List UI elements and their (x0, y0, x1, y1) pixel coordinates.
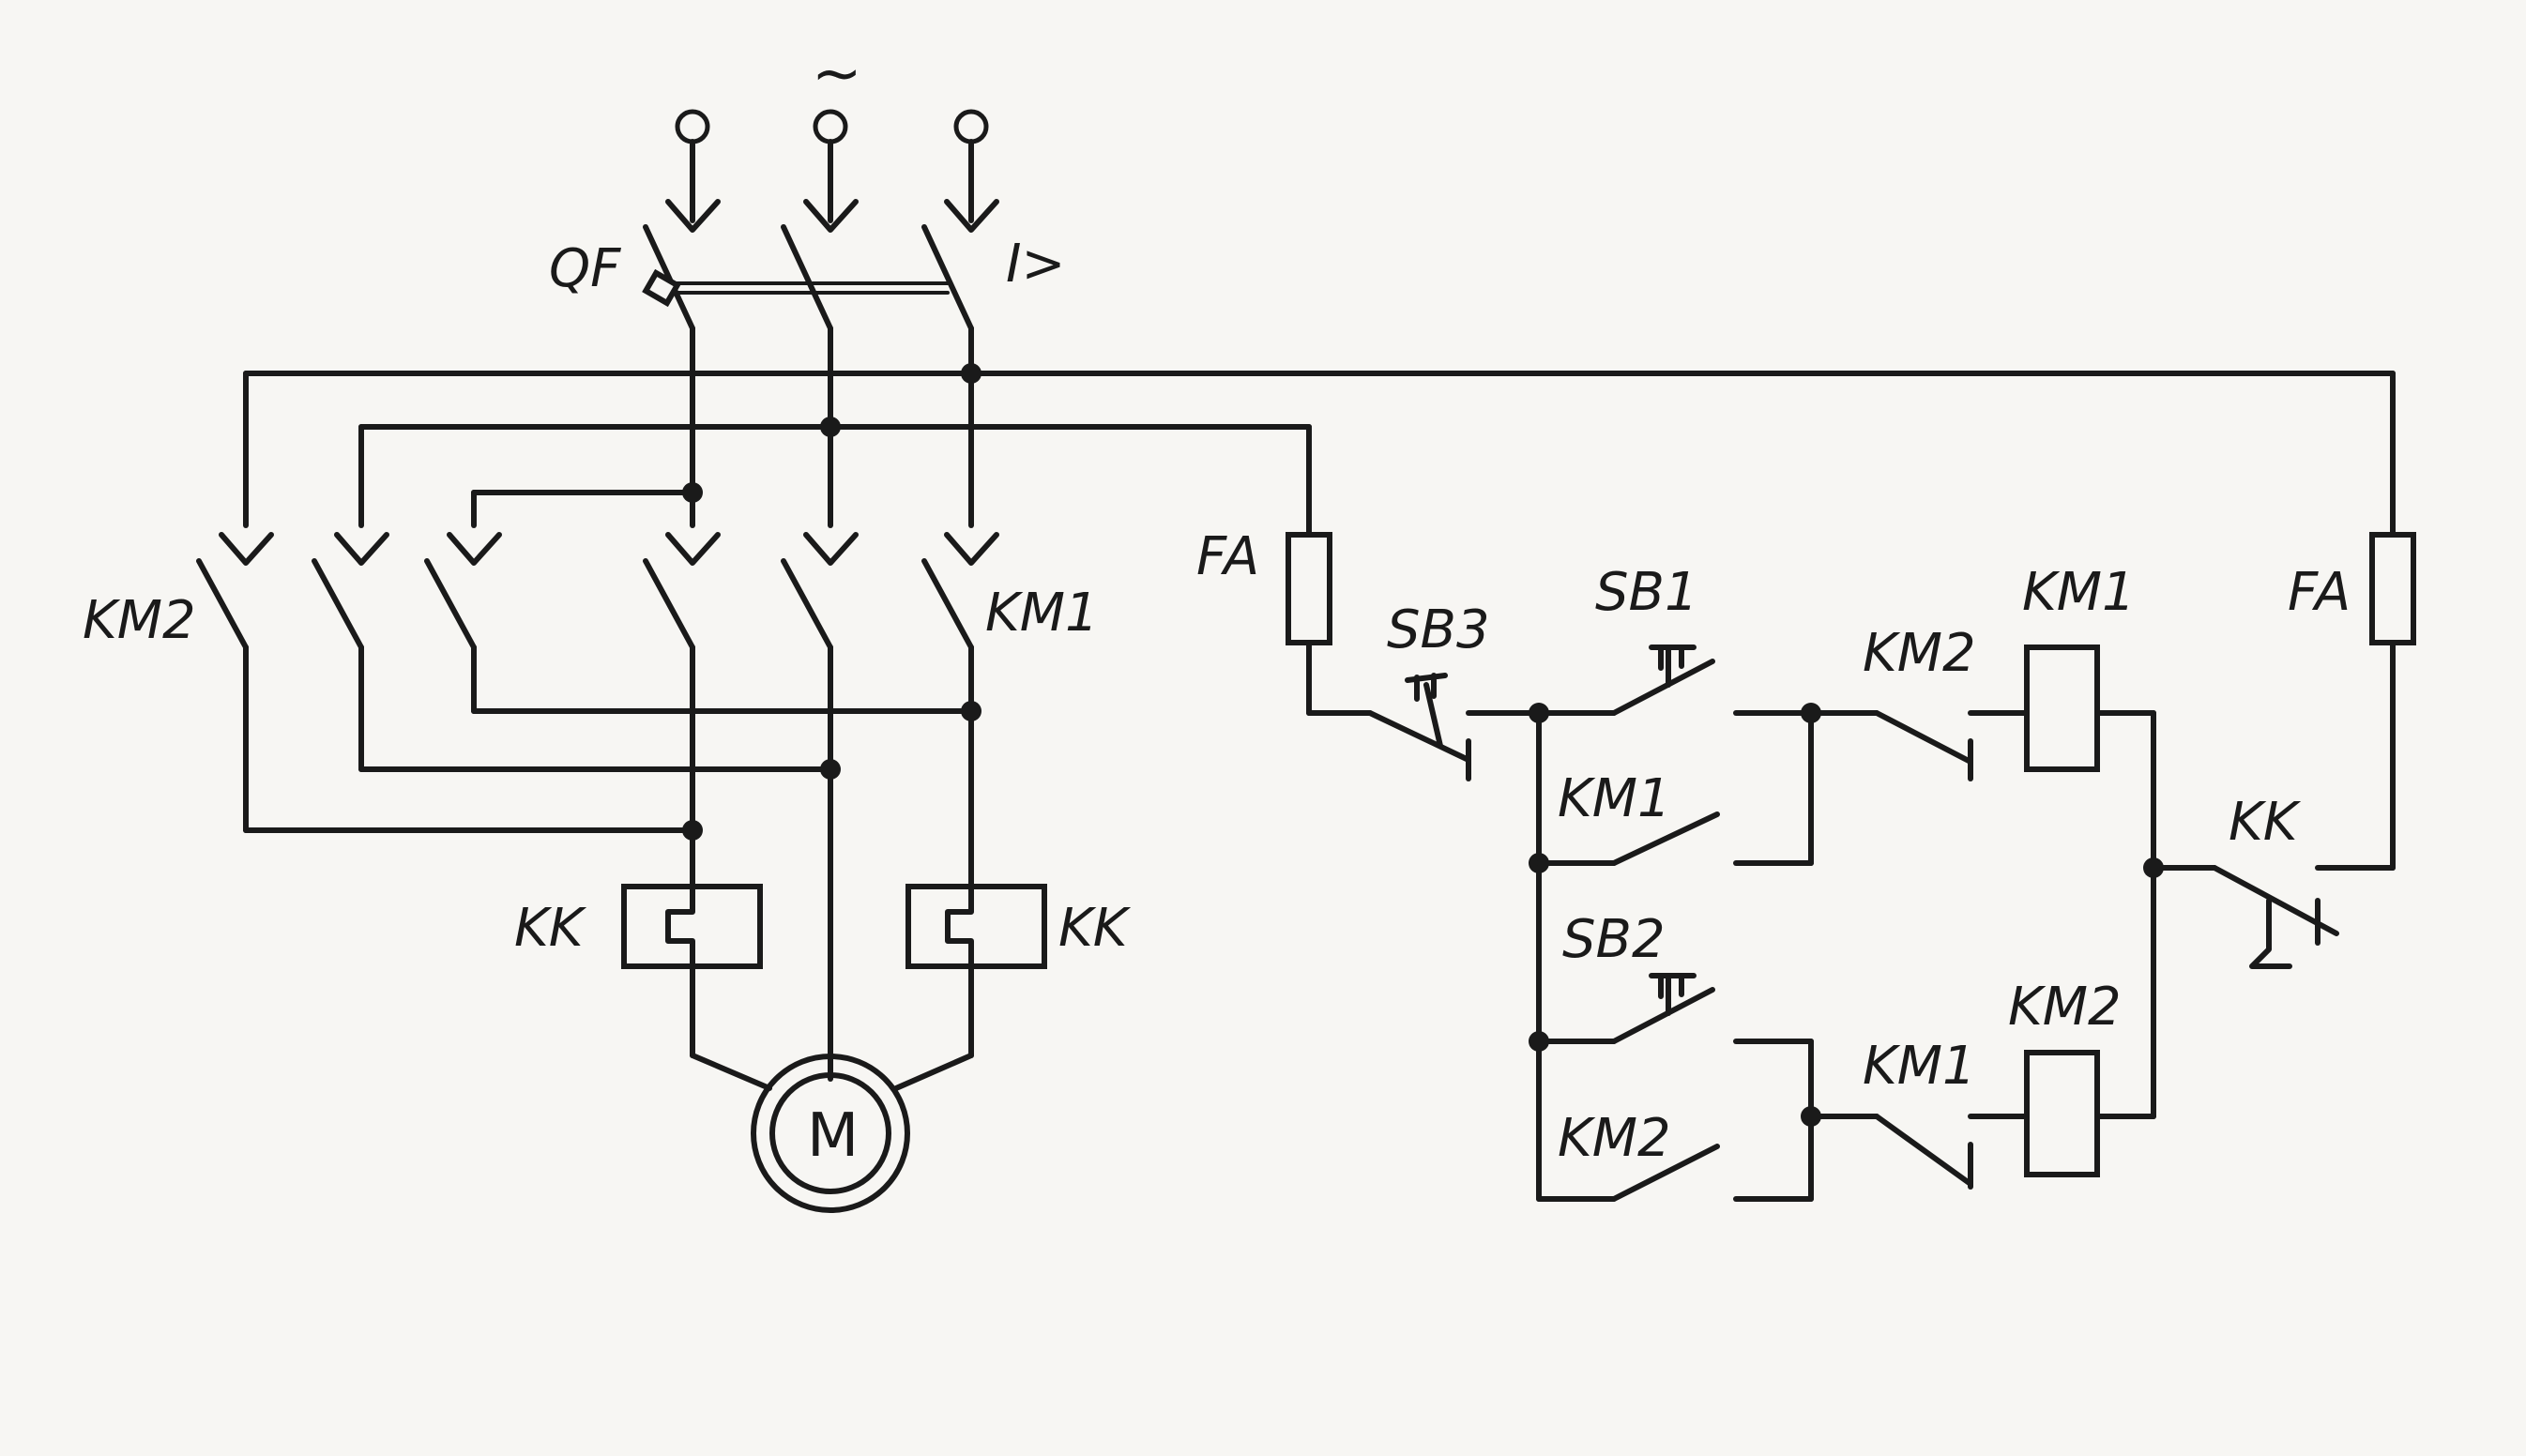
label-km2-coil: KM2 (2008, 977, 2122, 1038)
label-km1-coil: KM1 (2022, 562, 2136, 623)
interlock-contact-km2 (1808, 710, 2030, 781)
labels: ~ QF I> KM2 KM1 KK KK M FA FA SB3 SB1 KM… (83, 39, 2351, 1171)
coil-km2 (2024, 1050, 2156, 1177)
label-qf: QF (549, 238, 621, 299)
coil-km1 (2024, 645, 2164, 1119)
label-sb2: SB2 (1562, 909, 1666, 970)
label-km1-hold: KM1 (1558, 768, 1671, 829)
label-kk-right: KK (1058, 898, 1132, 959)
circuit-breaker-qf (642, 199, 999, 373)
label-km2-main: KM2 (83, 590, 196, 651)
label-kk-left: KK (514, 898, 587, 959)
supply-symbol: ~ (812, 39, 862, 109)
label-sb1: SB1 (1595, 562, 1698, 623)
thermal-contact-kk (2151, 865, 2396, 969)
label-fa-right: FA (2288, 562, 2351, 623)
contactor-main-contacts (196, 532, 999, 1082)
control-circuit (1286, 371, 2416, 1202)
supply-terminals (675, 109, 989, 223)
start-button-sb1 (1536, 645, 1814, 716)
label-km2-hold: KM2 (1558, 1108, 1671, 1169)
label-km2-interlock: KM2 (1863, 623, 1976, 684)
power-circuit (196, 109, 2396, 1213)
fuse-fa-left (1286, 424, 1373, 716)
phase-wiring (243, 363, 2396, 528)
label-kk-contact: KK (2229, 792, 2302, 853)
fuse-fa-right (2369, 371, 2416, 871)
label-km1-interlock: KM1 (1863, 1036, 1976, 1097)
control-left-bus (1529, 703, 1549, 1202)
stop-button-sb3 (1367, 673, 1542, 781)
label-sb3: SB3 (1387, 599, 1490, 660)
label-overcurrent: I> (1006, 234, 1065, 295)
interlock-contact-km1 (1808, 1114, 2030, 1190)
motor-symbol (751, 1054, 910, 1213)
label-km1-main: KM1 (985, 583, 1099, 644)
label-motor: M (807, 1101, 859, 1171)
thermal-relay-elements (621, 884, 1047, 1091)
label-fa-left: FA (1196, 526, 1259, 587)
start-button-sb2 (1536, 973, 1814, 1044)
